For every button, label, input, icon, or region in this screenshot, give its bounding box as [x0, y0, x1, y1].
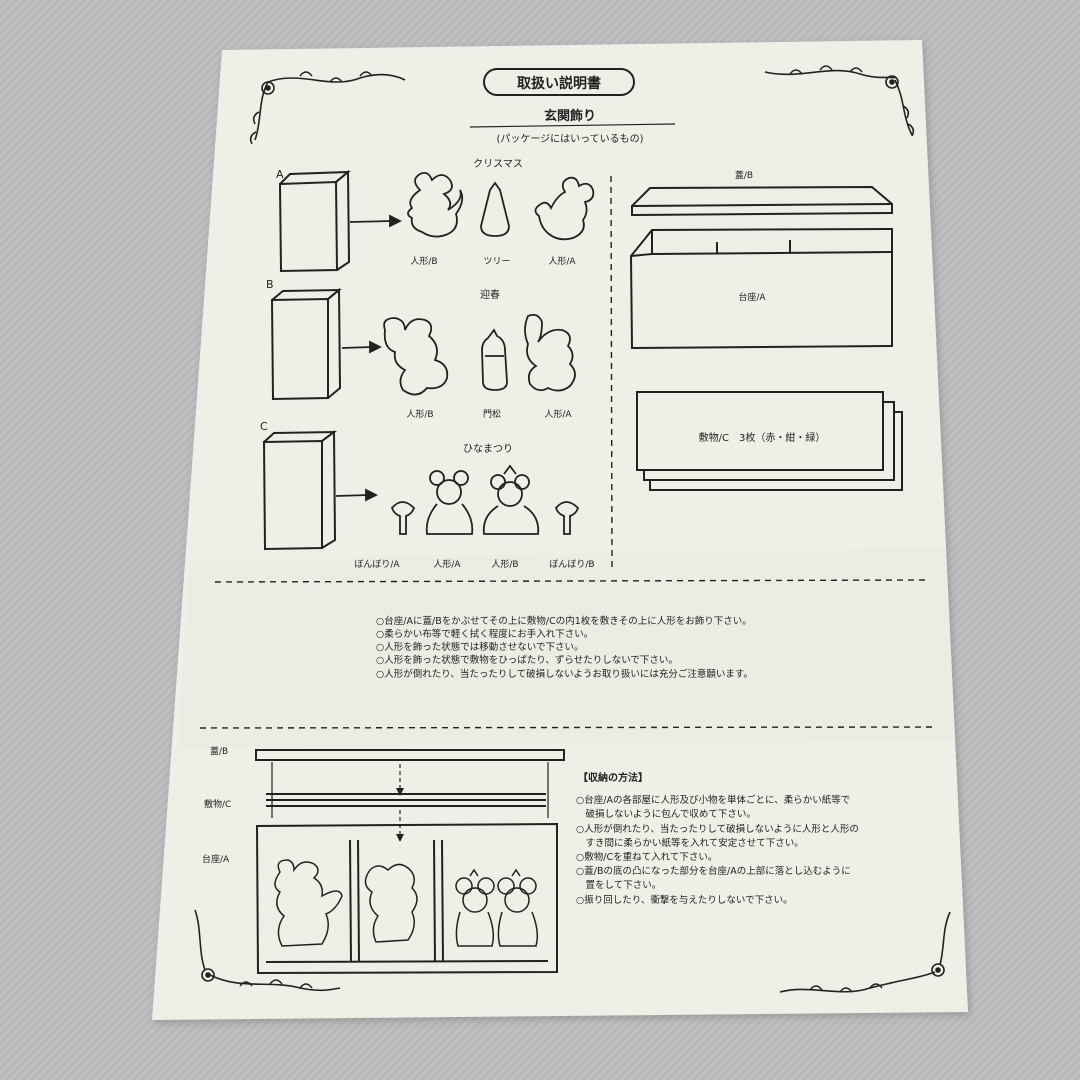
- product-name: 玄関飾り: [544, 108, 596, 124]
- figure-mickey-tree-icon: [407, 171, 464, 238]
- package-b-letter: B: [266, 278, 274, 291]
- item-c-3: 人形/B: [491, 558, 518, 570]
- subtitle-underline: [469, 123, 676, 128]
- group-title-newyear: 迎春: [480, 289, 500, 301]
- arrow-c-icon: [335, 488, 379, 502]
- storage-line-2: 破損しないように包んで収めて下さい。: [576, 808, 756, 820]
- base-box-icon: [629, 227, 893, 350]
- instruction-line-5: ○人形が倒れたり、当たったりして破損しないようお取り扱いには充分ご注意願います。: [376, 668, 753, 680]
- page-title: 取扱い説明書: [517, 75, 601, 92]
- figure-mickey-pine-icon: [383, 317, 449, 396]
- storage-line-7: 置をして下さい。: [576, 880, 661, 891]
- storage-title: 【収納の方法】: [578, 771, 648, 784]
- group-title-christmas: クリスマス: [473, 158, 523, 170]
- package-note: (パッケージにはいっているもの): [496, 133, 643, 145]
- arrow-a-icon: [349, 214, 403, 228]
- item-a-3: 人形/A: [548, 255, 576, 267]
- arrow-b-icon: [341, 340, 383, 354]
- instruction-line-3: ○人形を飾った状態では移動させないで下さい。: [376, 641, 584, 653]
- item-b-1: 人形/B: [406, 408, 433, 420]
- hina-doll-a-icon: [425, 470, 474, 535]
- item-c-4: ぼんぼり/B: [549, 559, 594, 570]
- instruction-line-4: ○人形を飾った状態で敷物をひっぱたり、ずらせたりしないで下さい。: [376, 654, 678, 666]
- paper: [152, 40, 968, 1020]
- storage-arrow-icons: [396, 788, 404, 842]
- lantern-b-icon: [554, 501, 580, 535]
- storage-line-1: ○台座/Aの各部屋に人形及び小物を単体ごとに、柔らかい紙等で: [576, 794, 850, 806]
- instructions: ○台座/Aに蓋/Bをかぶせてその上に敷物/Cの内1枚を敷きその上に人形をお飾り下…: [376, 615, 753, 680]
- figure-minnie-pine-icon: [524, 313, 576, 392]
- kadomatsu-icon: [481, 328, 508, 391]
- box-a-icon: [278, 169, 351, 273]
- storage-line-5: ○敷物/Cを重ねて入れて下さい。: [576, 851, 717, 863]
- group-title-hinamatsuri: ひなまつり: [463, 443, 513, 455]
- lantern-a-icon: [390, 501, 416, 535]
- storage-line-6: ○蓋/Bの底の凸になった部分を台座/Aの上部に落とし込むように: [576, 865, 851, 877]
- ornament-top-left: [249, 71, 406, 145]
- ornament-bottom-left: [194, 909, 341, 992]
- storage-line-3: ○人形が倒れたり、当たったりして破損しないように人形と人形の: [576, 823, 859, 835]
- paper-fold-shade: [178, 548, 955, 748]
- item-b-2: 門松: [483, 408, 501, 420]
- item-c-2: 人形/A: [433, 558, 461, 570]
- storage-instructions: ○台座/Aの各部屋に人形及び小物を単体ごとに、柔らかい紙等で 破損しないように包…: [576, 794, 859, 906]
- hina-doll-b-icon: [482, 464, 540, 535]
- storage-line-4: すき間に柔らかい紙等を入れて安定させて下さい。: [576, 837, 804, 849]
- stored-figures-icon: [274, 859, 539, 947]
- package-c-letter: C: [260, 420, 268, 433]
- tree-icon: [480, 181, 510, 237]
- storage-mat-label: 敷物/C: [204, 798, 231, 810]
- storage-lid-label: 蓋/B: [210, 745, 228, 757]
- title-frame: [483, 68, 635, 96]
- lid-label: 蓋/B: [735, 169, 753, 181]
- package-a: A クリスマス 人形/B ツリー 人形/A: [276, 158, 595, 273]
- storage-base-label: 台座/A: [202, 853, 230, 865]
- mat-label: 敷物/C 3枚（赤・紺・緑）: [699, 431, 826, 444]
- box-b-icon: [270, 287, 342, 401]
- storage-line-8: ○振り回したり、衝撃を与えたりしないで下さい。: [576, 894, 793, 906]
- box-c-icon: [262, 430, 338, 551]
- item-c-1: ぼんぼり/A: [354, 559, 400, 570]
- horizontal-divider-1: [214, 579, 929, 583]
- instruction-line-1: ○台座/Aに蓋/Bをかぶせてその上に敷物/Cの内1枚を敷きその上に人形をお飾り下…: [376, 615, 752, 627]
- lid-icon: [631, 185, 893, 217]
- item-a-2: ツリー: [483, 257, 510, 267]
- instruction-line-2: ○柔らかい布等で軽く拭く程度にお手入れ下さい。: [376, 628, 593, 640]
- storage-diagram: [255, 749, 565, 975]
- package-b: B 迎春 人形/B 門松 人形/A: [266, 278, 576, 420]
- figure-minnie-tree-icon: [534, 176, 595, 241]
- ornament-top-right: [764, 65, 915, 137]
- item-a-1: 人形/B: [410, 255, 437, 267]
- mats-icon: [636, 391, 903, 491]
- package-c: C ひなまつり ぼんぼり/A 人形/A 人形/B: [260, 420, 595, 570]
- item-b-3: 人形/A: [544, 408, 572, 420]
- ornament-bottom-right: [779, 911, 951, 993]
- package-a-letter: A: [276, 168, 284, 181]
- horizontal-divider-2: [199, 726, 936, 729]
- base-label: 台座/A: [738, 291, 766, 303]
